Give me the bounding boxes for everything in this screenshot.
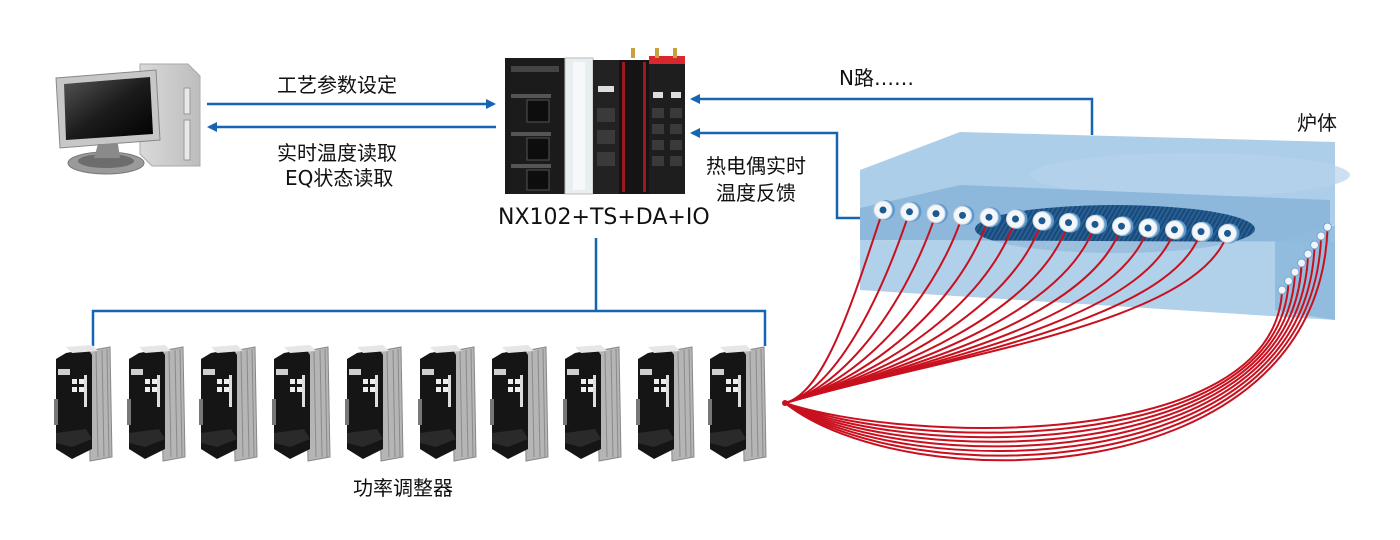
power-regulator: [126, 345, 186, 462]
furnace-body: [860, 132, 1350, 320]
thermocouple-port: [1323, 222, 1332, 232]
thermocouple-port: [979, 207, 1001, 228]
thermocouple-port: [1085, 214, 1107, 235]
tc-feedback-label-1: 热电偶实时: [706, 154, 806, 178]
plc-controller: [505, 48, 685, 195]
thermocouple-port: [1303, 249, 1313, 259]
realtime-read-label: 实时温度读取: [277, 141, 397, 165]
thermocouple-port: [1006, 209, 1028, 229]
power-regulator-row: [52, 345, 772, 465]
power-regulator: [344, 345, 404, 462]
thermocouple-port: [1290, 267, 1300, 277]
computer-icon: [55, 63, 201, 175]
power-regulator: [54, 345, 113, 462]
thermocouple-port: [1112, 216, 1134, 237]
furnace-label: 炉体: [1297, 111, 1337, 135]
power-regulator: [708, 345, 767, 462]
thermocouple-wire: [784, 225, 1123, 404]
thermocouple-port: [1165, 219, 1187, 240]
regulator-bus-h: [91, 309, 767, 346]
power-regulator: [562, 345, 622, 462]
thermocouple-wire: [784, 291, 1283, 429]
thermocouple-wire: [784, 228, 1329, 462]
thermocouple-port: [1310, 240, 1319, 250]
thermocouple-wire: [784, 273, 1296, 439]
power-regulator: [199, 345, 258, 462]
thermocouple-port: [1032, 210, 1054, 231]
thermocouple-port: [1284, 276, 1293, 286]
thermocouple-wire: [784, 222, 1070, 404]
thermocouple-port: [1191, 221, 1213, 242]
power-regulator: [490, 345, 549, 462]
thermocouple-port: [1059, 212, 1081, 233]
thermocouple-port: [900, 201, 922, 222]
thermocouple-wire: [784, 209, 884, 404]
tc-feedback-arrow: [690, 128, 880, 220]
thermocouple-port: [1277, 285, 1287, 295]
power-regulator: [272, 345, 331, 462]
n-channels-label: N路……: [839, 66, 914, 90]
eq-read-label: EQ状态读取: [285, 166, 394, 190]
thermocouple-wire: [784, 229, 1176, 404]
power-regulators-label: 功率调整器: [353, 476, 453, 500]
thermocouple-port: [873, 200, 895, 220]
thermocouple-port: [953, 205, 975, 226]
tc-feedback-label-2: 温度反馈: [716, 181, 796, 205]
thermocouple-wire: [784, 246, 1316, 452]
thermocouple-port: [1218, 223, 1240, 244]
thermocouple-wire: [784, 282, 1290, 434]
n-channels-arrow: [690, 94, 1094, 135]
thermocouple-port: [1316, 231, 1326, 241]
thermocouple-port: [1138, 218, 1160, 238]
thermocouple-wire: [784, 264, 1303, 443]
thermocouple-wire: [784, 233, 1229, 404]
thermocouple-wire: [784, 211, 911, 404]
power-regulator: [635, 345, 695, 462]
thermocouple-wire: [784, 218, 1017, 404]
thermocouple-port: [1297, 258, 1306, 268]
param-set-label: 工艺参数设定: [277, 73, 397, 97]
power-regulator: [417, 345, 477, 462]
thermocouple-wire: [784, 255, 1309, 448]
controller-label: NX102+TS+DA+IO: [498, 205, 710, 230]
thermocouple-wire: [784, 237, 1322, 457]
thermocouple-port: [926, 203, 948, 224]
thermocouple-wire: [784, 224, 1096, 404]
thermocouple-wire: [784, 213, 937, 404]
wire-bundle-origin: [782, 400, 788, 406]
